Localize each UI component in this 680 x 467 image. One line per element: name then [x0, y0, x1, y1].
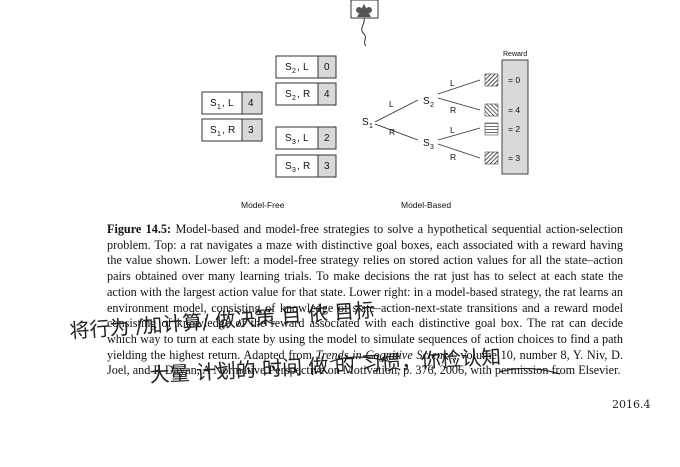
journal-name: Trends in Cognitive Science: [315, 347, 454, 362]
rat-icon: [350, 0, 379, 47]
reward-column: [501, 59, 529, 175]
state-label: S: [210, 98, 217, 109]
state-s1: S: [362, 117, 369, 128]
svg-text:,: ,: [297, 133, 300, 144]
reward-header: Reward: [503, 51, 527, 58]
state-label: S: [285, 89, 292, 100]
reward-value: = 4: [508, 105, 520, 115]
model-free-s2-table: S 2 , L 0 S 2 , R 4: [275, 55, 337, 106]
svg-text:2: 2: [430, 102, 434, 109]
edge-label-r: R: [450, 152, 456, 162]
svg-text:,: ,: [297, 161, 300, 172]
action-value: 2: [324, 133, 330, 144]
state-label: S: [210, 125, 217, 136]
action-label: L: [228, 98, 234, 109]
state-s3: S: [423, 138, 430, 149]
edge-label-l: L: [389, 99, 394, 109]
goal-box-icon: [484, 73, 499, 87]
svg-text:1: 1: [369, 123, 373, 130]
goal-box-icon: [484, 151, 499, 165]
state-sub: 3: [292, 167, 296, 174]
model-free-s1-table: S 1 , L 4 S 1 , R 3: [201, 91, 263, 142]
figure-caption: Figure 14.5: Model-based and model-free …: [107, 222, 623, 379]
state-sub: 2: [292, 68, 296, 75]
model-based-tree: [374, 79, 481, 159]
action-value: 4: [248, 98, 254, 109]
state-sub: 1: [217, 104, 221, 111]
svg-text:,: ,: [297, 62, 300, 73]
state-label: S: [285, 133, 292, 144]
goal-box-icon: [484, 122, 499, 136]
action-label: L: [303, 62, 309, 73]
svg-text:,: ,: [297, 89, 300, 100]
action-label: R: [228, 125, 235, 136]
model-based-title: Model-Based: [401, 200, 451, 210]
state-label: S: [285, 62, 292, 73]
model-free-s3-table: S 3 , L 2 S 3 , R 3: [275, 126, 337, 178]
action-value: 4: [324, 89, 330, 100]
figure-diagram: S 1 , L 4 S 1 , R 3 S 2 , L 0 S 2 , R 4 …: [201, 0, 529, 210]
edge-label-l: L: [450, 78, 455, 88]
action-label: R: [303, 89, 310, 100]
state-label: S: [285, 161, 292, 172]
svg-text:,: ,: [222, 125, 225, 136]
state-sub: 3: [292, 139, 296, 146]
svg-text:,: ,: [222, 98, 225, 109]
action-label: R: [303, 161, 310, 172]
edge-label-r: R: [389, 127, 395, 137]
action-label: L: [303, 133, 309, 144]
reward-value: = 3: [508, 153, 520, 163]
figure-label: Figure 14.5:: [107, 222, 172, 236]
handwriting-date: 2016.4: [612, 398, 651, 411]
action-value: 0: [324, 62, 330, 73]
state-sub: 2: [292, 95, 296, 102]
reward-value: = 2: [508, 124, 520, 134]
model-free-title: Model-Free: [241, 200, 285, 210]
action-value: 3: [324, 161, 330, 172]
reward-value: = 0: [508, 75, 520, 85]
caption-text: Model-based and model-free strategies to…: [107, 222, 623, 362]
state-sub: 1: [217, 131, 221, 138]
action-value: 3: [248, 125, 254, 136]
state-s2: S: [423, 96, 430, 107]
svg-text:3: 3: [430, 144, 434, 151]
goal-box-icon: [484, 103, 499, 117]
edge-label-r: R: [450, 105, 456, 115]
edge-label-l: L: [450, 125, 455, 135]
